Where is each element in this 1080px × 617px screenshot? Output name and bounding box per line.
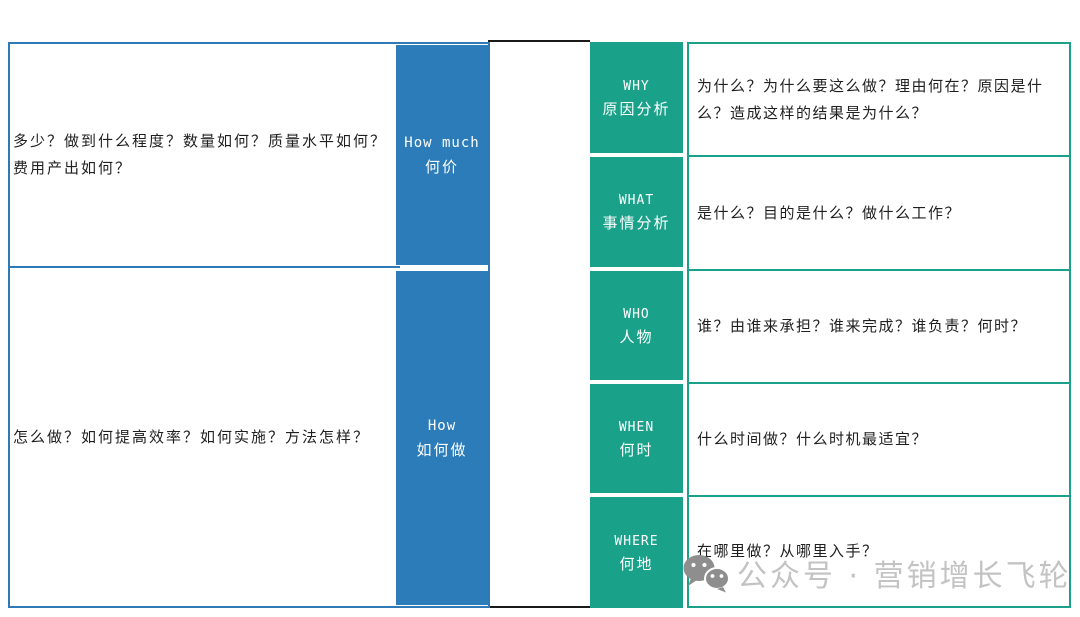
label-cn: 何时 [619, 440, 654, 459]
label-cell-who: WHO 人物 [590, 271, 683, 380]
label-cn: 何地 [619, 554, 654, 573]
label-cn: 何价 [424, 158, 459, 176]
wechat-icon [683, 555, 730, 593]
watermark-text: 公众号 · 营销增长飞轮 [737, 559, 1072, 594]
left-table: 多少？做到什么程度？数量如何？质量水平如何？费用产出如何？ 怎么做？如何提高效率… [8, 42, 490, 608]
label-cell-how: How 如何做 [396, 271, 488, 605]
connector-line-top [488, 40, 590, 42]
right-table: WHY 原因分析 WHAT 事情分析 WHO 人物 WHEN 何时 WHERE … [590, 42, 1071, 608]
question-cell-when: 什么时间做？什么时机最适宜？ [689, 384, 1069, 495]
question-text: 什么时间做？什么时机最适宜？ [697, 430, 929, 448]
label-en: How [427, 418, 457, 434]
label-en: WHAT [618, 193, 655, 208]
label-cell-when: WHEN 何时 [590, 384, 683, 493]
question-cell-who: 谁？由谁来承担？谁来完成？谁负责？何时？ [689, 271, 1069, 382]
question-text: 怎么做？如何提高效率？如何实施？方法怎样？ [13, 427, 371, 446]
row-divider [10, 266, 400, 268]
row-divider [689, 382, 1069, 384]
question-cell-how: 怎么做？如何提高效率？如何实施？方法怎样？ [10, 268, 394, 606]
question-text: 在哪里做？从哪里入手？ [697, 542, 879, 560]
question-text: 多少？做到什么程度？数量如何？质量水平如何？费用产出如何？ [13, 132, 388, 177]
right-table-content-column: 为什么？为什么要这么做？理由何在？原因是什么？造成这样的结果是为什么？ 是什么？… [687, 42, 1071, 608]
question-cell-how-much: 多少？做到什么程度？数量如何？质量水平如何？费用产出如何？ [10, 44, 394, 266]
label-cn: 如何做 [416, 441, 468, 459]
question-cell-why: 为什么？为什么要这么做？理由何在？原因是什么？造成这样的结果是为什么？ [689, 44, 1069, 155]
label-cell-how-much: How much 何价 [396, 45, 488, 265]
label-en: WHERE [614, 533, 659, 549]
connector-line-bottom [490, 606, 590, 608]
row-divider [689, 269, 1069, 271]
row-divider [689, 495, 1069, 497]
question-text: 为什么？为什么要这么做？理由何在？原因是什么？造成这样的结果是为什么？ [697, 76, 1044, 122]
label-en: WHEN [618, 419, 655, 435]
row-divider [689, 155, 1069, 157]
watermark: 公众号 · 营销增长飞轮 [681, 551, 1072, 595]
label-cell-what: WHAT 事情分析 [590, 157, 683, 267]
label-cell-where: WHERE 何地 [590, 497, 683, 608]
question-text: 是什么？目的是什么？做什么工作？ [697, 203, 962, 222]
label-en: WHY [623, 78, 650, 94]
label-en: WHO [623, 306, 650, 322]
label-cn: 原因分析 [602, 99, 671, 118]
question-cell-what: 是什么？目的是什么？做什么工作？ [689, 157, 1069, 269]
question-text: 谁？由谁来承担？谁来完成？谁负责？何时？ [697, 317, 1028, 335]
label-en: How much [404, 135, 480, 151]
label-cn: 人物 [619, 327, 654, 346]
label-cell-why: WHY 原因分析 [590, 42, 683, 153]
question-cell-where: 在哪里做？从哪里入手？ [689, 497, 1069, 606]
label-cn: 事情分析 [602, 214, 671, 232]
